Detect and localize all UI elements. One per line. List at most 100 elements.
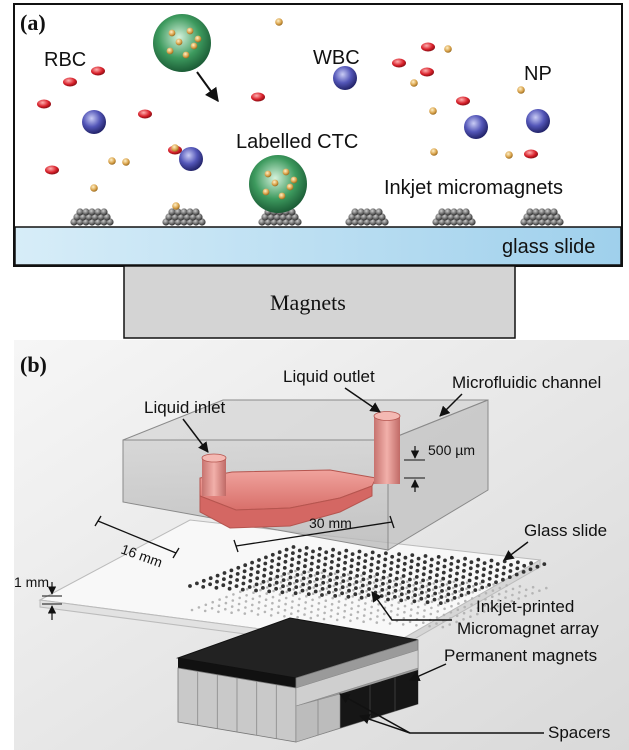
micromagnet-dot — [284, 553, 288, 558]
micromagnet-dot-shadow — [259, 588, 262, 592]
micromagnet-dot-shadow — [456, 608, 460, 611]
micromagnet-dot — [379, 594, 384, 598]
micromagnet-dot-shadow — [322, 617, 326, 621]
micromagnet-dot — [435, 567, 440, 571]
micromagnet-dot-shadow — [362, 620, 365, 623]
micromagnet-dot — [255, 576, 260, 581]
micromagnet-dot — [277, 550, 282, 555]
micromagnet-dot-shadow — [478, 588, 482, 591]
micromagnet-dot — [370, 550, 375, 555]
micromagnet-dot — [247, 585, 252, 589]
micromagnet-dot-shadow — [330, 602, 334, 606]
micromagnet-dot — [450, 555, 454, 560]
micromagnet-dot-shadow — [357, 604, 360, 608]
micromagnet-dot-shadow — [265, 592, 269, 595]
micromagnet-dot-shadow — [383, 612, 386, 616]
micromagnet-dot — [390, 554, 395, 559]
bound-nanoparticle — [290, 176, 298, 184]
micromagnet-dot-shadow — [279, 587, 282, 590]
micromagnet-dot — [241, 581, 246, 586]
micromagnet-dot — [468, 566, 473, 571]
micromagnet-dot — [282, 572, 287, 576]
micromagnet-dot-shadow — [479, 582, 482, 585]
micromagnet-dot — [296, 566, 300, 571]
micromagnet-dot-shadow — [432, 582, 436, 585]
inlet-cylinder — [202, 458, 226, 496]
micromagnet-dot — [515, 566, 520, 571]
micromagnet-dot — [350, 558, 354, 563]
micromagnet-bead — [94, 208, 102, 216]
micromagnet-dot — [448, 574, 452, 578]
micromagnet-dot — [287, 587, 292, 592]
micromagnet-dot — [456, 559, 461, 564]
micromagnet-dot — [436, 555, 441, 559]
cells-layer — [37, 14, 550, 213]
micromagnet-dot-shadow — [504, 596, 507, 599]
micromagnet-dot — [382, 563, 387, 568]
array-pointer — [371, 591, 452, 621]
micromagnet-dot-shadow — [449, 617, 452, 620]
micromagnet-dot — [302, 570, 307, 575]
micromagnet-dot — [514, 572, 519, 577]
micromagnet-dot — [389, 561, 394, 565]
micromagnet-dot — [254, 588, 258, 593]
micromagnet-dot-shadow — [345, 591, 348, 595]
micromagnet-dot — [356, 561, 361, 566]
micromagnet-dot-shadow — [300, 573, 304, 576]
micromagnet-dot — [327, 584, 332, 589]
rbc-cell — [45, 165, 59, 175]
micromagnet-dot — [311, 549, 315, 554]
micromagnet-dot — [314, 583, 319, 588]
micromagnet-bead — [462, 208, 470, 216]
micromagnet-dot — [414, 575, 419, 579]
micromagnet-dot — [376, 560, 381, 564]
wbc-cell — [526, 109, 550, 133]
micromagnet-dot — [242, 575, 246, 580]
micromagnet-dot — [427, 582, 432, 586]
micromagnet-dot-shadow — [310, 610, 313, 614]
micromagnet-dot-shadow — [472, 584, 475, 588]
bound-nanoparticle — [166, 47, 174, 55]
micromagnet-dot — [327, 590, 331, 595]
micromagnet-bead — [192, 208, 200, 216]
micromagnet-dot-shadow — [230, 611, 233, 614]
micromagnet-dot-shadow — [298, 591, 302, 595]
micromagnet-dot — [248, 579, 253, 583]
micromagnet-dot-shadow — [325, 593, 328, 596]
micromagnet-dot — [370, 556, 374, 561]
micromagnet-dot — [441, 576, 446, 581]
micromagnet-dot — [367, 587, 371, 591]
micromagnet-dot — [262, 573, 266, 578]
micromagnet-dot — [460, 587, 464, 592]
micromagnet-dot — [446, 592, 451, 597]
micromagnet-dot — [375, 566, 380, 570]
micromagnet-dot-shadow — [464, 593, 468, 597]
micromagnet-dot-shadow — [299, 579, 303, 582]
micromagnet-dot — [428, 575, 432, 580]
micromagnet-dot-shadow — [438, 585, 442, 589]
micromagnet-dot — [459, 593, 464, 598]
micromagnet-dot — [482, 561, 487, 565]
micromagnet-dot — [501, 571, 506, 576]
micromagnet-dot-shadow — [358, 592, 362, 596]
micromagnet-dot-shadow — [306, 582, 309, 586]
bound-nanoparticle — [262, 188, 270, 196]
micromagnet-dot-shadow — [517, 597, 520, 600]
micromagnet-dot-shadow — [418, 587, 422, 590]
micromagnet-dot-shadow — [476, 612, 479, 616]
micromagnet-dot-shadow — [266, 586, 269, 589]
micromagnet-dot-shadow — [531, 585, 535, 589]
micromagnet-dot-shadow — [492, 583, 495, 586]
micromagnet-dot-shadow — [455, 620, 458, 624]
micromagnet-dot — [469, 560, 474, 565]
micromagnet-dot — [362, 571, 366, 576]
micromagnet-dot-shadow — [410, 602, 414, 605]
micromagnet-dot-shadow — [286, 578, 290, 581]
micromagnet-dot — [393, 595, 397, 599]
micromagnet-dot — [243, 563, 248, 568]
nanoparticle — [122, 158, 130, 166]
micromagnet-dot — [355, 574, 359, 578]
micromagnet-dot — [330, 560, 334, 564]
micromagnet-dot — [359, 595, 364, 600]
micromagnet-dot — [331, 547, 335, 552]
